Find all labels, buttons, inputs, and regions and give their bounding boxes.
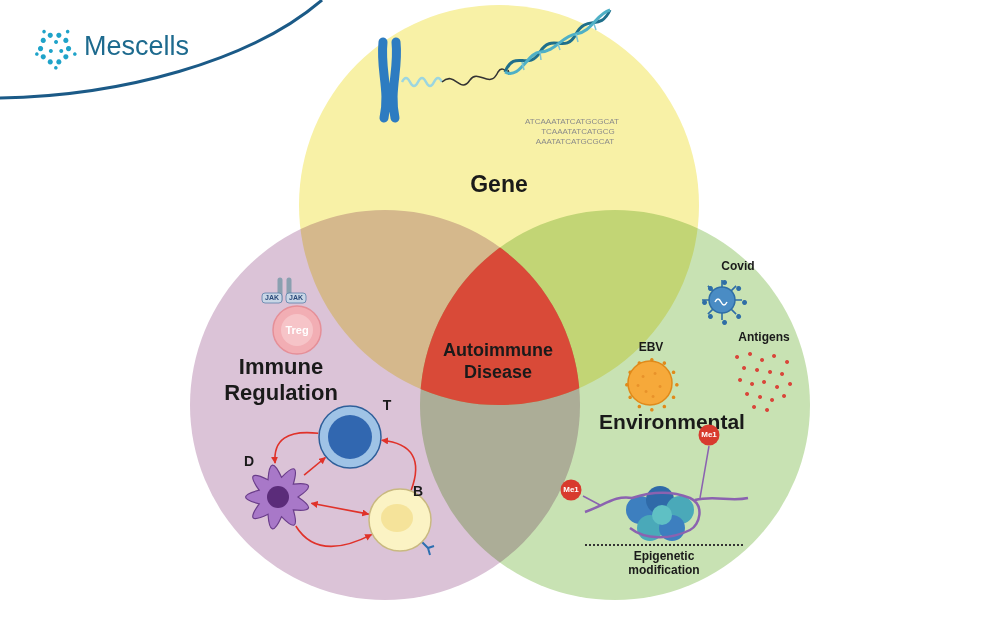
- methyl-mark: Me1: [560, 479, 582, 501]
- annotation-label: Epigenetic modification: [609, 549, 719, 578]
- virus-rna: [715, 299, 727, 305]
- intersection-region-shape: [400, 240, 600, 430]
- annotation-label: TCAAATATCATGCG: [541, 127, 615, 137]
- dendritic-body: [246, 465, 309, 529]
- brand-logo-text: Mescells: [84, 30, 189, 62]
- jak-rect: [286, 293, 306, 303]
- t-cell: T: [318, 405, 382, 469]
- venn-circle: [420, 210, 810, 600]
- node-text: Me1: [560, 485, 582, 495]
- treg-cell: Treg: [272, 305, 322, 355]
- annotation-label: Covid: [721, 259, 754, 273]
- methyl-circle: [699, 425, 720, 446]
- node-text: Gene: [429, 171, 569, 199]
- dendritic-cell: D: [244, 463, 312, 531]
- dendritic-nucleus: [267, 486, 289, 508]
- node-text: Treg: [275, 324, 319, 337]
- t-cell-shape: [318, 405, 382, 469]
- t-cell-nucleus: [328, 415, 372, 459]
- methyl-circle: [561, 480, 582, 501]
- intersection-region: Autoimmune Disease: [400, 240, 600, 430]
- node-text: Immune Regulation: [206, 354, 356, 407]
- annotation-label: Antigens: [738, 330, 789, 344]
- node-text: T: [377, 397, 397, 414]
- ebv-texture: [637, 372, 662, 398]
- virus-spikes: [702, 280, 742, 320]
- b-cell-nucleus: [381, 504, 413, 532]
- jak-box: JAK: [286, 293, 306, 303]
- header-arc: [0, 0, 322, 98]
- dendritic-cell-shape: [244, 463, 312, 531]
- treg-circle: [273, 306, 321, 354]
- annotation-label: AAATATCATGCGCAT: [536, 137, 614, 147]
- ebv-virus: [628, 361, 672, 405]
- b-cell: B: [368, 488, 432, 552]
- methyl-mark: Me1: [698, 424, 720, 446]
- node-text: D: [239, 453, 259, 470]
- t-cell-body: [319, 406, 381, 468]
- chromatin-baseline: [585, 544, 745, 546]
- node-text: Me1: [698, 430, 720, 440]
- node-text: JAK: [286, 294, 306, 302]
- covid-virus: [709, 287, 735, 313]
- jak-rect: [262, 293, 282, 303]
- histone: [652, 505, 672, 525]
- node-text: Environmental: [587, 409, 757, 434]
- node-text: Autoimmune Disease: [436, 340, 561, 383]
- node-text: JAK: [262, 294, 282, 302]
- jak-box: JAK: [262, 293, 282, 303]
- annotation-label: ATCAAATATCATGCGCAT: [525, 117, 619, 127]
- annotation-label: EBV: [639, 340, 664, 354]
- logo-icon: [35, 30, 77, 70]
- node-text: B: [408, 483, 428, 500]
